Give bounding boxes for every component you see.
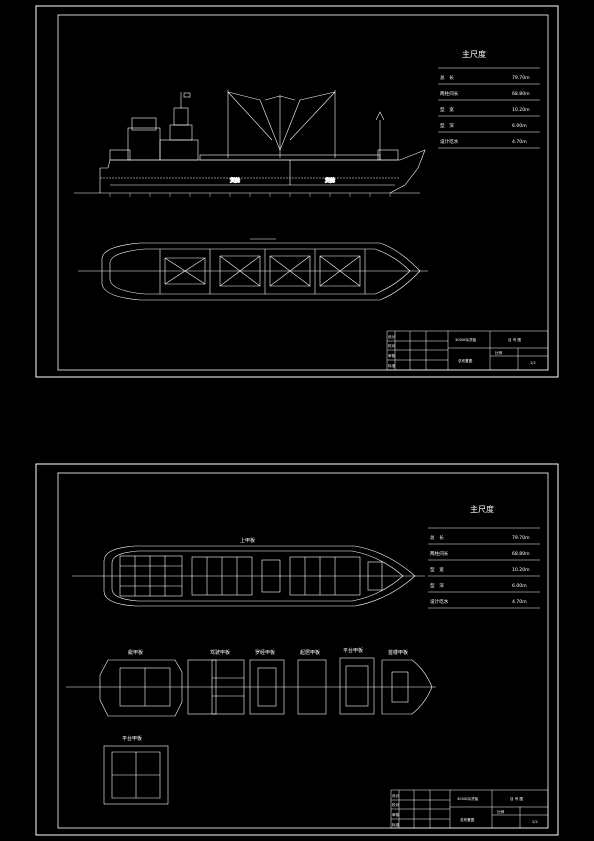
dim-value: 6.00m — [512, 583, 527, 589]
dim-value: 10.20m — [512, 107, 530, 113]
dim-value: 68.80m — [512, 551, 530, 557]
tb-project: 3000t杂货船 — [457, 796, 479, 801]
tb-sheet: 2/2 — [532, 820, 538, 824]
dim-label: 型 宽 — [430, 566, 444, 573]
title-block-text-2: 设计 校对 审核 标准 3000t杂货船 总布置图 目 号 图 比例 2/2 — [392, 793, 538, 827]
tb-project: 3000t杂货船 — [455, 337, 477, 342]
dim-label: 两柱间长 — [440, 90, 459, 97]
tb-row-label: 审核 — [388, 353, 396, 358]
title-block-1 — [386, 330, 549, 371]
sheet-1: 货舱 货舱 — [35, 5, 559, 378]
tb-code: 目 号 图 — [510, 796, 523, 801]
title-block-2 — [390, 789, 549, 829]
dims-table-1 — [438, 67, 540, 149]
plan-compass-deck — [249, 659, 285, 715]
dim-label: 设计吃水 — [440, 138, 459, 145]
plan-label: 首楼甲板 — [388, 649, 408, 656]
plan-accom-deck — [297, 659, 327, 715]
tb-drawing: 总布置图 — [460, 817, 475, 822]
tb-row-label: 设计 — [388, 334, 396, 339]
plan-label: 罗经甲板 — [255, 649, 275, 656]
small-plans — [66, 657, 436, 717]
platform-deck-label: 平台甲板 — [122, 735, 142, 742]
tb-row-label: 校对 — [388, 343, 396, 348]
dims-table-2 — [428, 527, 540, 609]
plan-label: 艇甲板 — [128, 649, 143, 656]
plan-view-1 — [78, 238, 428, 301]
tb-scale: 比例 — [497, 809, 505, 814]
dim-label: 型 深 — [440, 122, 454, 129]
dim-label: 总 长 — [440, 74, 454, 81]
dims-title-1: 主尺度 — [462, 49, 486, 59]
dim-label: 型 宽 — [440, 106, 454, 113]
profile-view — [74, 90, 426, 197]
plan-label: 起居甲板 — [300, 649, 320, 656]
tb-row-label: 设计 — [392, 793, 400, 798]
dim-label: 总 长 — [430, 534, 444, 541]
profile-hold-label-2: 货舱 — [325, 177, 335, 184]
tb-row-label: 校对 — [392, 802, 400, 807]
dim-value: 79.70m — [512, 75, 530, 81]
dims-rows-1: 总 长 79.70m 两柱间长 68.80m 型 宽 10.20m 型 深 6.… — [440, 74, 530, 145]
tb-row-label: 标准 — [392, 822, 400, 827]
tb-sheet: 1/2 — [530, 361, 536, 365]
plan-label: 平台甲板 — [343, 647, 363, 654]
dim-value: 79.70m — [512, 535, 530, 541]
profile-hold-label-1: 货舱 — [230, 177, 240, 184]
dims-title-2: 主尺度 — [470, 504, 494, 514]
dim-label: 型 深 — [430, 582, 444, 589]
plan-bridge-deck — [187, 659, 217, 715]
plan-label: 驾驶甲板 — [210, 649, 230, 656]
title-block-text-1: 设计 校对 审核 标准 3000t杂货船 总布置图 目 号 图 比例 1/2 — [388, 334, 536, 368]
tb-drawing: 总布置图 — [458, 358, 473, 363]
plan-forecastle-deck — [381, 659, 433, 715]
dim-value: 4.70m — [512, 599, 527, 605]
plan-boat-deck — [99, 659, 183, 717]
dims-rows-2: 总 长 79.70m 两柱间长 68.80m 型 宽 10.20m 型 深 6.… — [430, 534, 530, 605]
dim-value: 68.80m — [512, 91, 530, 97]
upper-deck-label: 上甲板 — [240, 537, 255, 544]
tb-scale: 比例 — [495, 350, 503, 355]
dim-label: 两柱间长 — [430, 550, 449, 557]
dim-value: 4.70m — [512, 139, 527, 145]
upper-deck-plan — [72, 545, 425, 607]
tb-row-label: 标准 — [388, 363, 396, 368]
dim-value: 10.20m — [512, 567, 530, 573]
plan-platform-deck — [339, 657, 375, 715]
tb-code: 目 号 图 — [508, 337, 521, 342]
platform-deck-plan — [103, 745, 169, 805]
dim-value: 6.00m — [512, 123, 527, 129]
sheet-2 — [35, 463, 559, 836]
dim-label: 设计吃水 — [430, 598, 449, 605]
small-plan-labels: 艇甲板 驾驶甲板 罗经甲板 起居甲板 平台甲板 首楼甲板 — [128, 647, 408, 656]
tb-row-label: 审核 — [392, 812, 400, 817]
